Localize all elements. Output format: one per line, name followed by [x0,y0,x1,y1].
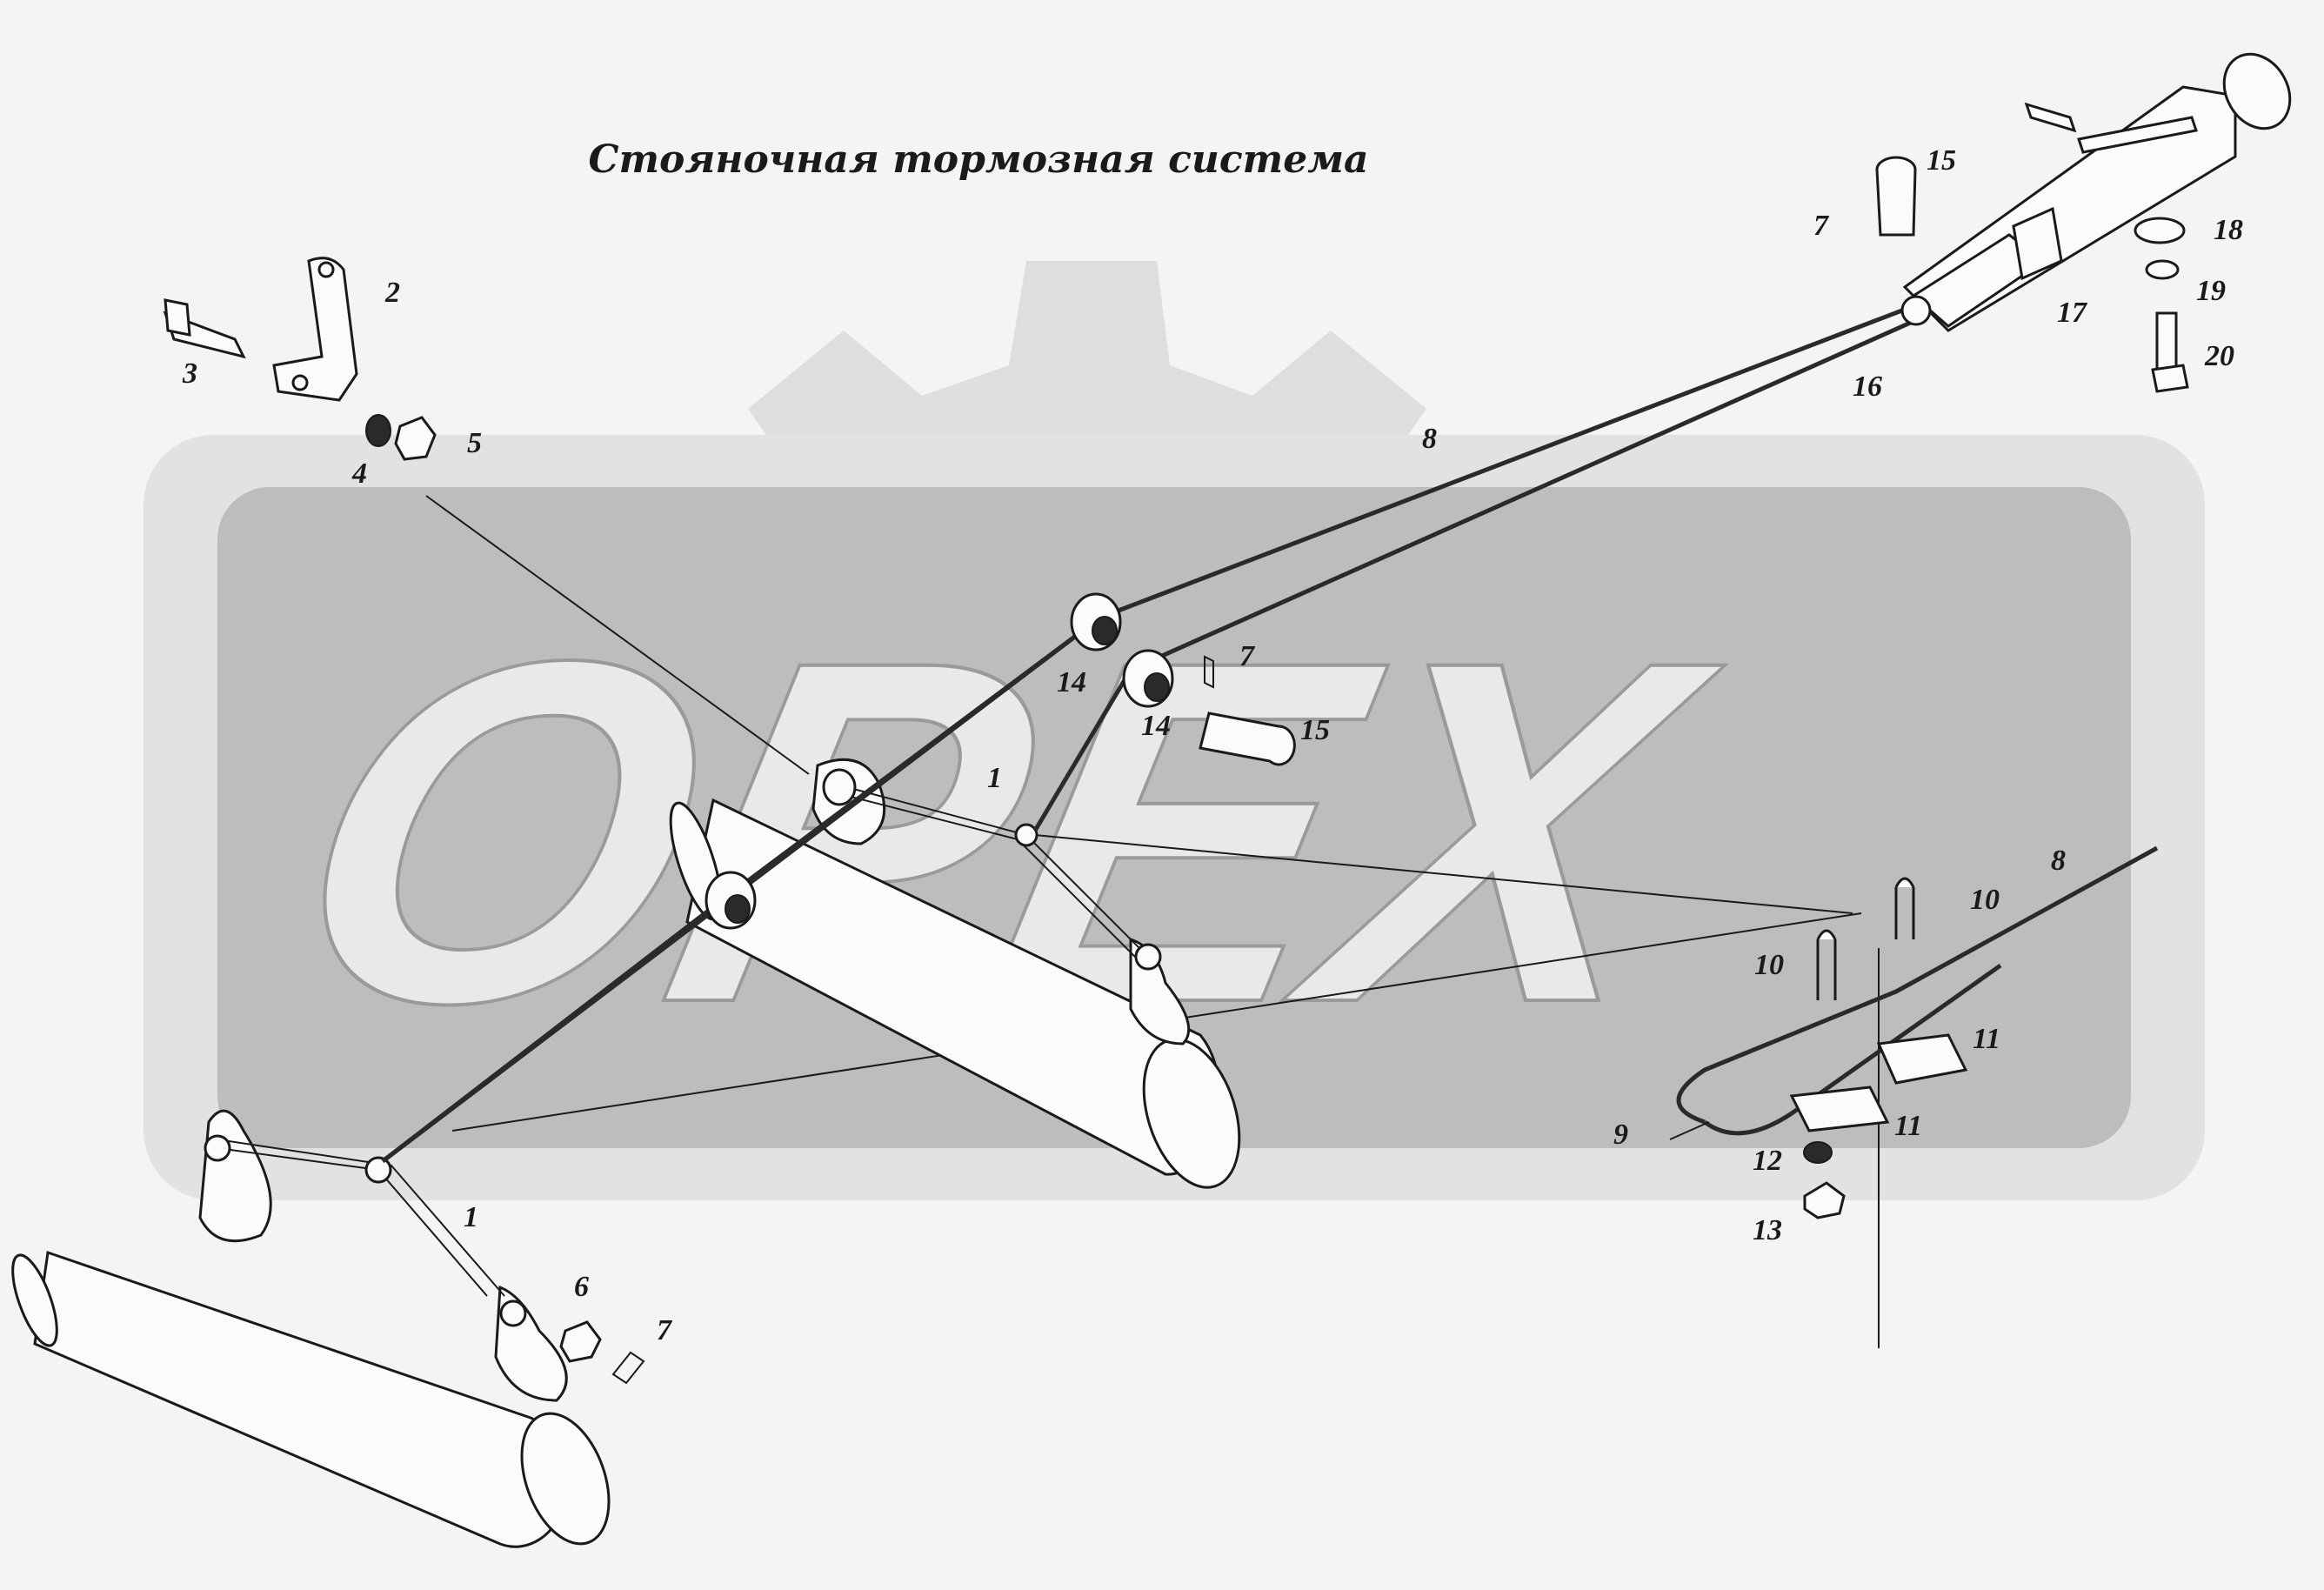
callout-16: 16 [1853,371,1882,403]
callout-10a: 10 [1970,884,2000,916]
callout-5: 5 [467,427,482,459]
watermark: OPEX [144,261,2205,1200]
pulleys [705,592,1174,930]
callout-3: 3 [182,357,197,390]
watermark-frame-inner [217,487,2131,1148]
rear-axle [11,1109,611,1548]
callout-2: 2 [384,277,400,309]
callout-17: 17 [2057,297,2088,329]
callout-8b: 8 [2051,845,2066,877]
callout-19: 19 [2196,275,2226,307]
diagram-title: Стояночная тормозная система [588,137,1368,182]
hand-brake-lever [1875,52,2292,393]
pulley-lower [1122,649,1174,708]
callout-8a: 8 [1422,423,1437,455]
callouts: 1 1 2 3 4 5 6 7 7 7 8 8 9 10 10 11 11 12… [182,144,2243,1346]
callout-14b: 14 [1141,710,1171,742]
pulley-center [822,768,857,806]
callout-7a: 7 [657,1314,673,1346]
callout-11a: 11 [1973,1023,2000,1055]
cable-clamp-hardware [1669,877,1968,1219]
callout-1b: 1 [464,1201,478,1233]
callout-7c: 7 [1813,210,1830,242]
callout-13: 13 [1753,1214,1782,1246]
callout-4: 4 [351,458,367,490]
callout-9: 9 [1613,1119,1628,1151]
pulley-front-axle [705,871,757,930]
callout-18: 18 [2214,214,2243,246]
callout-15a: 15 [1300,714,1330,746]
callout-15b: 15 [1927,144,1956,177]
callout-12: 12 [1753,1145,1782,1177]
callout-6: 6 [574,1271,589,1303]
callout-10b: 10 [1754,949,1784,981]
callout-7b: 7 [1239,640,1256,672]
callout-20: 20 [2204,340,2234,372]
callout-11b: 11 [1894,1110,1922,1142]
hardware-bottom [559,655,1296,1385]
hardware-top-left [163,257,437,461]
pulley-upper [1070,592,1122,651]
callout-14a: 14 [1057,666,1086,698]
callout-1a: 1 [987,762,1002,794]
